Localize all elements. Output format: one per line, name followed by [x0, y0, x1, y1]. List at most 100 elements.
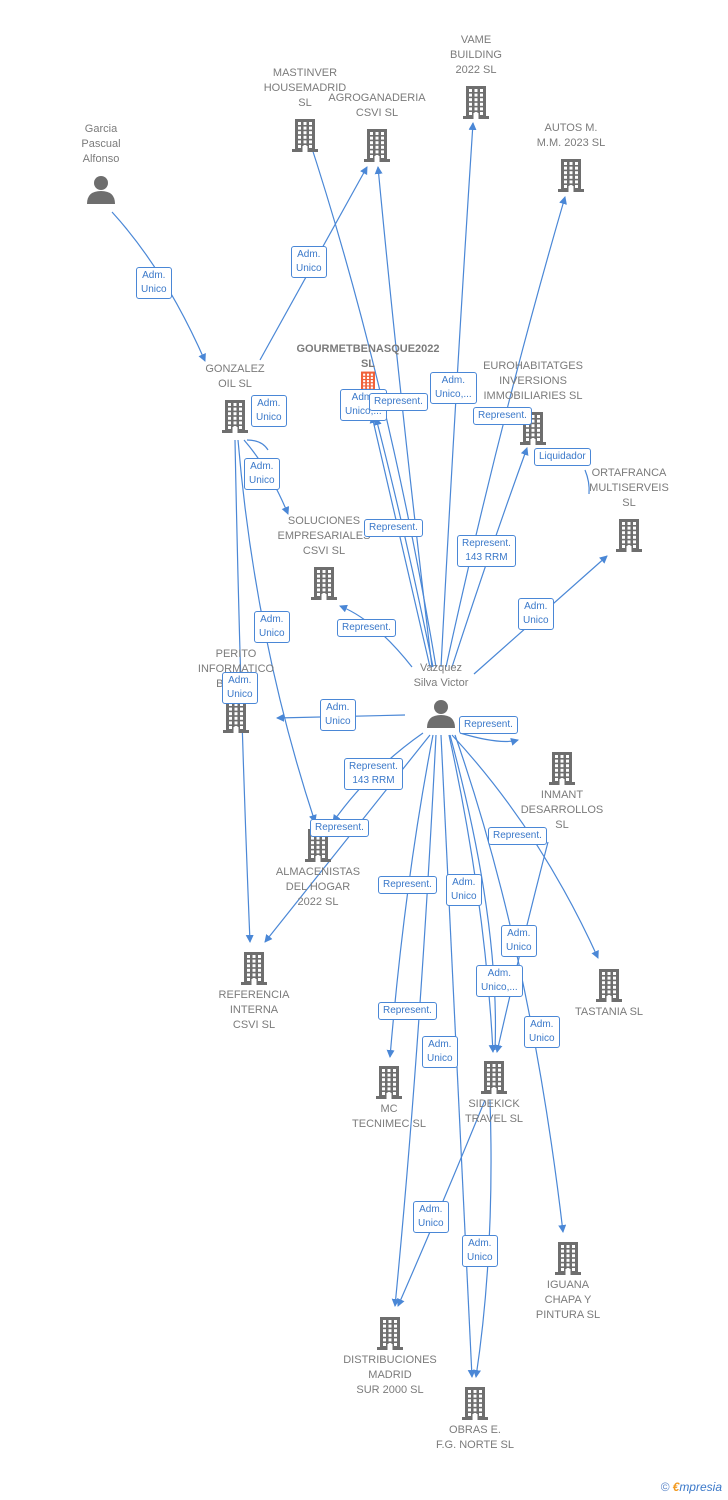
relation-label-gonzalez-soluciones[interactable]: Adm.Unico	[244, 458, 280, 490]
relation-label-line: Adm.	[419, 1204, 443, 1215]
relation-label-sidekick-distrib[interactable]: Adm. Unico	[413, 1201, 449, 1233]
node-label-line: SUR 2000 SL	[356, 1384, 424, 1396]
relation-label-line: Unico	[418, 1218, 444, 1229]
relation-label-v-inmant[interactable]: Represent.	[459, 716, 518, 734]
relation-label-line: Adm.	[260, 614, 284, 625]
edge-line	[264, 734, 431, 943]
relation-label-line: Adm.	[351, 392, 376, 403]
node-label-line: SL	[360, 358, 376, 370]
relation-label-v-ortafranca-liq[interactable]: Liquidador	[534, 448, 591, 466]
node-label-line: AUTOS M.	[544, 122, 598, 134]
relation-label-line: Unico,...	[481, 982, 518, 993]
relation-label-line: Unico	[325, 716, 351, 727]
relation-label-line: Unico	[256, 412, 282, 423]
relation-label-v-distribuciones[interactable]: Adm.Unico	[446, 874, 482, 906]
building-icon	[616, 518, 642, 557]
node-label-line: REFERENCIA	[218, 989, 290, 1001]
building-icon	[223, 699, 249, 738]
node-label-line: SL	[555, 819, 569, 831]
relation-label-v-sidekick-adm[interactable]: Adm.Unico	[422, 1036, 458, 1068]
relation-label-gonzalez-gourmet[interactable]: Adm. Unico	[251, 395, 287, 427]
relation-label-v-mastinver[interactable]: Represent.	[364, 519, 423, 537]
node-label-line: Pascual	[81, 138, 121, 150]
node-label-line: MADRID	[368, 1369, 412, 1381]
node-label-line: HOUSEMADRID	[263, 82, 347, 94]
node-label-line: EMPRESARIALES	[277, 530, 371, 542]
building-icon	[241, 951, 267, 990]
relation-label-line: Represent.	[342, 622, 391, 633]
relation-label-garcia-gonzalez[interactable]: Adm.Unico	[136, 267, 172, 299]
relation-label-v-mc[interactable]: Represent.	[378, 876, 437, 894]
brand-footer[interactable]: ©€mpresia	[661, 1480, 722, 1494]
relation-label-v-sidekick[interactable]: Adm.Unico,...	[476, 965, 523, 997]
relation-label-gonzalez-agro[interactable]: Adm.Unico	[291, 246, 327, 278]
node-label-line: OBRAS E.	[449, 1424, 501, 1436]
relation-label-line: Represent.	[383, 879, 432, 890]
relation-label-line: Adm.	[524, 601, 548, 612]
node-label-line: 2022 SL	[455, 64, 497, 76]
relation-label-v-autos[interactable]: Represent.143 RRM	[457, 535, 516, 567]
node-label-line: SL	[298, 97, 312, 109]
relation-label-line: Represent.	[349, 761, 398, 772]
building-icon	[377, 1316, 403, 1355]
relation-label-v-perito[interactable]: Adm.Unico	[320, 699, 356, 731]
node-label-line: MC	[380, 1103, 398, 1115]
relation-label-line: Unico	[467, 1252, 493, 1263]
relation-label-v-gourmet-rep[interactable]: Represent.	[369, 393, 428, 411]
node-label-line: INMANT	[540, 789, 584, 801]
node-label-line: INVERSIONS	[499, 375, 567, 387]
node-label-line: CHAPA Y	[544, 1294, 592, 1306]
node-label-line: PERITO	[215, 648, 257, 660]
relation-label-line: Unico	[529, 1033, 555, 1044]
node-label-line: 2022 SL	[297, 896, 339, 908]
relation-label-v-tastania[interactable]: Represent.	[488, 827, 547, 845]
relation-label-v-referencia[interactable]: Represent.	[310, 819, 369, 837]
relation-label-v-euro[interactable]: Represent.	[473, 407, 532, 425]
relation-label-line: Unico	[506, 942, 532, 953]
relation-label-v-agro[interactable]: Adm. Unico,...	[430, 372, 477, 404]
relation-label-v-iguana[interactable]: Adm.Unico	[524, 1016, 560, 1048]
node-label-line: TECNIMEC SL	[352, 1118, 426, 1130]
node-label: AUTOS M.M.M. 2023 SL	[496, 121, 646, 151]
relation-label-line: Liquidador	[539, 451, 586, 462]
building-icon	[364, 128, 390, 167]
node-label-line: OIL SL	[218, 378, 252, 390]
node-label: OBRAS E. F.G. NORTE SL	[400, 1423, 550, 1453]
relation-label-line: Unico	[259, 628, 285, 639]
relation-label-line: Unico	[451, 891, 477, 902]
relation-label-v-ortafranca[interactable]: Adm. Unico	[518, 598, 554, 630]
node-label-line: SL	[622, 497, 636, 509]
relation-label-line: Unico	[227, 689, 253, 700]
relation-label-gonzalez-perito[interactable]: Adm.Unico	[222, 672, 258, 704]
relation-label-line: Adm.	[441, 375, 466, 386]
relation-label-line: Adm.	[428, 1039, 452, 1050]
relation-label-line: Unico,...	[435, 389, 472, 400]
empresia-logo-e: €	[672, 1480, 680, 1494]
node-label-line: AGROGANADERIA	[328, 92, 426, 104]
relation-label-gonzalez-almacenistas[interactable]: Adm. Unico	[254, 611, 290, 643]
relation-label-line: Adm.	[257, 398, 281, 409]
node-label-line: SIDEKICK	[468, 1098, 520, 1110]
node-label-line: CSVI SL	[232, 1019, 276, 1031]
relation-label-v-obras[interactable]: Adm.Unico	[501, 925, 537, 957]
relation-label-v-soluciones[interactable]: Represent.	[337, 619, 396, 637]
relation-label-v-sidekick-rep[interactable]: Represent.	[378, 1002, 437, 1020]
node-label-line: Vazquez	[420, 662, 462, 674]
node-label-line: IGUANA	[546, 1279, 590, 1291]
node-label-line: VAME	[460, 34, 492, 46]
node-label-line: F.G. NORTE SL	[435, 1439, 515, 1451]
relation-label-v-almacenistas-143[interactable]: Represent.143 RRM	[344, 758, 403, 790]
building-icon	[222, 399, 248, 438]
node-label: MC TECNIMEC SL	[314, 1102, 464, 1132]
relation-label-line: Unico	[523, 615, 549, 626]
relation-label-sidekick-obras[interactable]: Adm.Unico	[462, 1235, 498, 1267]
